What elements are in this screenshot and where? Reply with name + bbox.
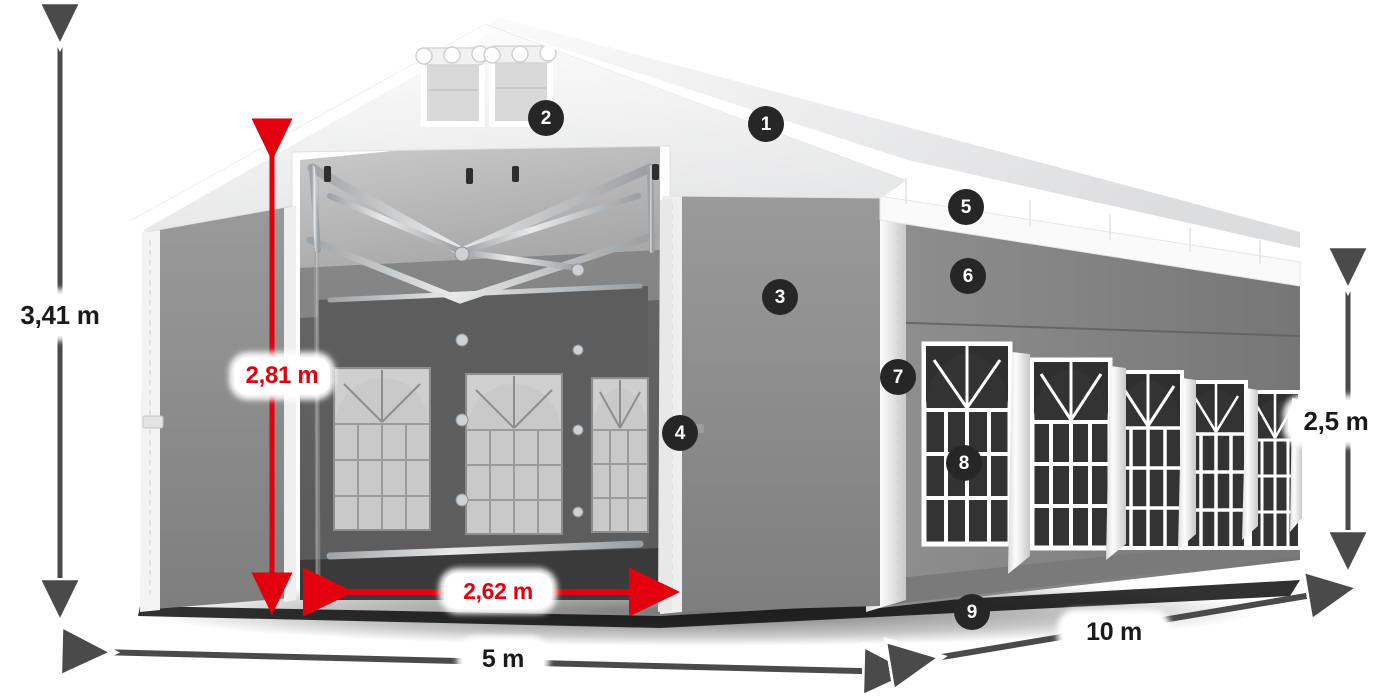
feature-marker-8[interactable]: 8 xyxy=(946,445,982,481)
feature-marker-2[interactable]: 2 xyxy=(528,100,564,136)
feature-marker-9[interactable]: 9 xyxy=(954,594,990,630)
cathedral-window xyxy=(1029,357,1113,551)
tent-interior xyxy=(300,125,660,606)
roof-gable xyxy=(131,23,908,233)
dimension-label-door-width: 2,62 m xyxy=(444,573,552,609)
roof-clip xyxy=(324,164,659,184)
door-panel xyxy=(658,198,672,612)
cathedral-window xyxy=(921,341,1013,547)
side-post-row xyxy=(1008,352,1302,574)
dimension-label-side-height: 2,5 m xyxy=(1288,400,1384,442)
feature-marker-4[interactable]: 4 xyxy=(662,415,698,451)
interior-window xyxy=(465,373,563,535)
frame-joint xyxy=(454,246,585,518)
interior-window xyxy=(333,367,431,531)
feature-marker-7[interactable]: 7 xyxy=(880,359,916,395)
front-right-wall xyxy=(660,196,880,614)
dimension-label-door-height: 2,81 m xyxy=(234,357,330,395)
gable-vent-window xyxy=(415,44,557,127)
feature-marker-1[interactable]: 1 xyxy=(748,106,784,142)
dimension-label-width-front: 5 m xyxy=(462,641,544,677)
dimension-label-height-overall: 3,41 m xyxy=(6,294,114,336)
feature-marker-6[interactable]: 6 xyxy=(950,258,986,294)
feature-marker-5[interactable]: 5 xyxy=(948,189,984,225)
roof-side-slope xyxy=(486,18,1301,287)
interior-window xyxy=(591,377,649,533)
feature-marker-3[interactable]: 3 xyxy=(762,279,798,315)
dimension-label-length-side: 10 m xyxy=(1062,614,1166,650)
